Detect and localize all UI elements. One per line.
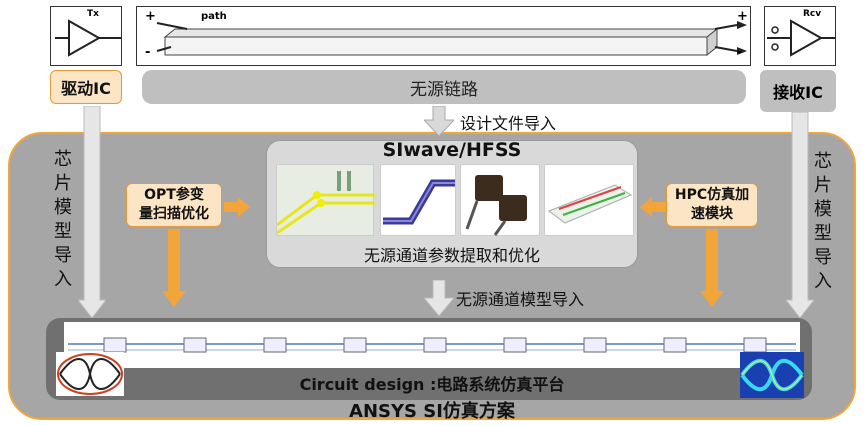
circuit-design-label: Circuit design :电路系统仿真平台 bbox=[299, 375, 565, 394]
connector-image bbox=[460, 164, 540, 236]
channel-minus-left: - bbox=[145, 45, 151, 60]
right-import-arrow-icon bbox=[786, 112, 814, 318]
chip-model-import-right: 芯 片 模 型 导 入 bbox=[814, 151, 832, 292]
opt-right-arrow-icon bbox=[224, 197, 250, 217]
tx-driver-box: Tx bbox=[50, 6, 122, 66]
receiver-ic-label: 接收IC bbox=[760, 70, 836, 112]
left-import-arrow-icon bbox=[78, 106, 106, 318]
model-import-arrow-icon bbox=[424, 280, 454, 316]
path-label: path bbox=[201, 11, 227, 22]
via-array-image bbox=[544, 164, 634, 236]
routing-3d-image bbox=[380, 164, 456, 236]
siwave-title: SIwave/HFSS bbox=[382, 139, 522, 161]
pcb-trace-image bbox=[276, 164, 375, 236]
model-import-label: 无源通道模型导入 bbox=[456, 290, 585, 309]
channel-plus-right: + bbox=[737, 9, 748, 24]
driver-ic-label: 驱动IC bbox=[50, 70, 122, 104]
rx-eye-diagram bbox=[740, 352, 804, 398]
passive-link-bar: 无源链路 bbox=[142, 70, 746, 104]
param-extract-label: 无源通道参数提取和优化 bbox=[363, 246, 540, 265]
solution-title: ANSYS SI仿真方案 bbox=[349, 401, 515, 422]
rcv-label: Rcv bbox=[803, 9, 822, 19]
transmission-line-icon bbox=[156, 21, 747, 57]
opt-box: OPT参变 量扫描优化 bbox=[126, 183, 222, 227]
tx-eye-diagram bbox=[56, 352, 124, 396]
channel-plus-left: + bbox=[145, 9, 156, 24]
tx-label: Tx bbox=[87, 9, 99, 19]
receiver-buffer-icon bbox=[767, 19, 835, 57]
design-import-arrow-icon bbox=[424, 106, 454, 136]
channel-drawing: + - + - path bbox=[136, 6, 751, 66]
hpc-left-arrow-icon bbox=[640, 197, 666, 217]
schematic-strip bbox=[64, 322, 800, 368]
design-import-label: 设计文件导入 bbox=[460, 114, 557, 133]
hpc-box: HPC仿真加 速模块 bbox=[666, 183, 758, 227]
opt-down-arrow-icon bbox=[162, 229, 186, 307]
driver-buffer-icon bbox=[55, 19, 121, 57]
rcv-receiver-box: Rcv bbox=[764, 6, 836, 66]
hpc-down-arrow-icon bbox=[700, 229, 724, 307]
chip-model-import-left: 芯 片 模 型 导 入 bbox=[54, 149, 72, 290]
channel-minus-right: - bbox=[737, 45, 743, 60]
